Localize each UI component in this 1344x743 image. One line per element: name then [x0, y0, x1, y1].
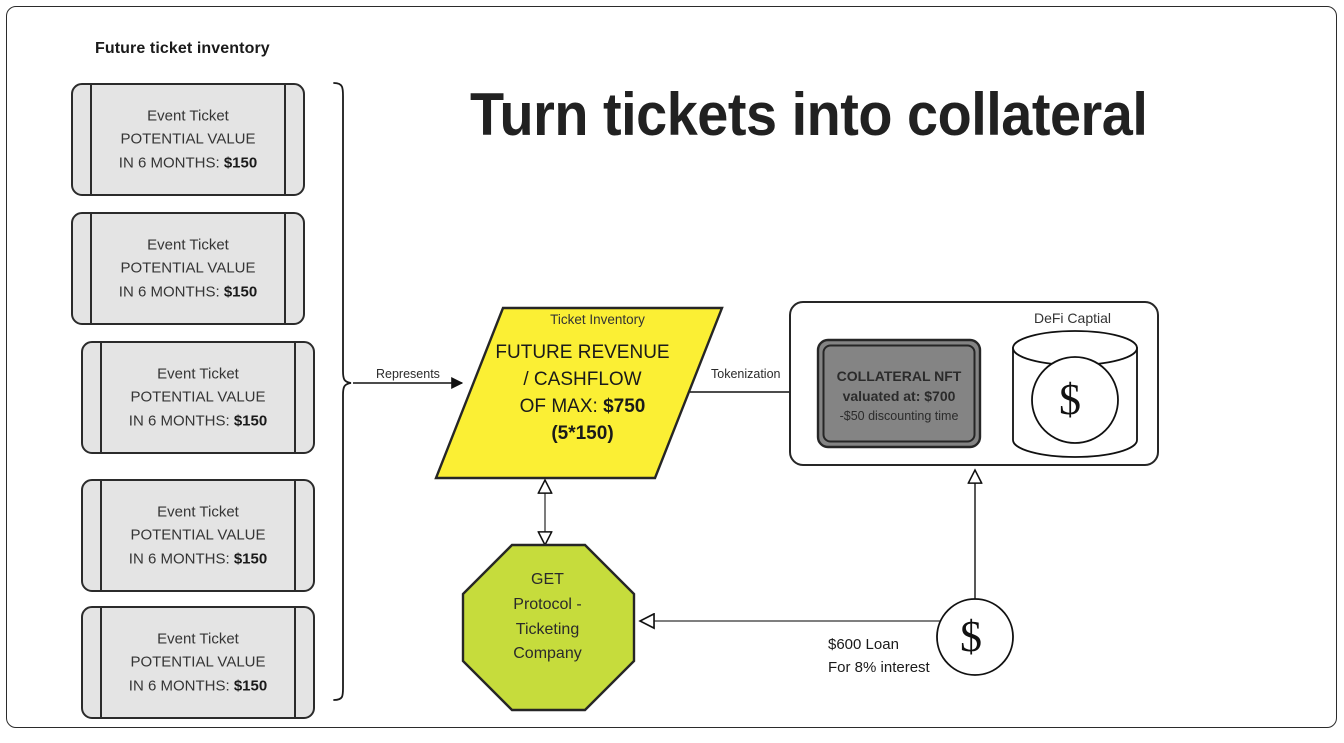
protocol-line-3: Ticketing: [515, 620, 580, 638]
ticket-stub-left-line: [90, 211, 92, 326]
ticket-text: Event Ticket POTENTIAL VALUE IN 6 MONTHS…: [93, 104, 283, 175]
ticket-line-3: IN 6 MONTHS: $150: [128, 550, 268, 568]
inventory-line-3: OF MAX: $750: [519, 395, 646, 417]
ticket-line-1: Event Ticket: [157, 502, 239, 520]
ticket-line-2: POTENTIAL VALUE: [120, 130, 256, 148]
ticket-stub-left-line: [90, 82, 92, 197]
defi-capital-caption: DeFi Captial: [1033, 310, 1112, 326]
ticket-stub-left-line: [100, 340, 102, 455]
ticket-line-3: IN 6 MONTHS: $150: [118, 154, 258, 172]
inventory-caption: Ticket Inventory: [550, 312, 645, 327]
lender-dollar-icon: $: [960, 612, 982, 661]
protocol-line-4: Company: [513, 645, 582, 663]
inventory-heading: Future ticket inventory: [95, 40, 270, 57]
vault-dollar-icon: $: [1059, 375, 1081, 424]
node-ticket-inventory-shape[interactable]: [434, 306, 724, 480]
ticket-line-2: POTENTIAL VALUE: [130, 653, 266, 671]
vault-cylinder-icon: [1012, 330, 1138, 458]
protocol-line-1: GET: [531, 571, 564, 588]
node-collateral-nft-inner[interactable]: [822, 344, 976, 443]
ticket-line-2: POTENTIAL VALUE: [130, 526, 266, 544]
nft-line-2: valuated at: $700: [842, 388, 956, 405]
ticket-text: Event Ticket POTENTIAL VALUE IN 6 MONTHS…: [103, 627, 293, 698]
nft-line-3: -$50 discounting time: [839, 408, 959, 423]
ticket-stub-right-line: [294, 605, 296, 720]
ticket-stub-right-line: [284, 82, 286, 197]
edge-label-tokenization: Tokenization: [711, 367, 781, 381]
ticket-text: Event Ticket POTENTIAL VALUE IN 6 MONTHS…: [103, 362, 293, 433]
inventory-line-2: / CASHFLOW: [523, 368, 642, 390]
ticket-stub-left-line: [100, 478, 102, 593]
ticket-card[interactable]: Event Ticket POTENTIAL VALUE IN 6 MONTHS…: [71, 82, 305, 197]
ticket-line-1: Event Ticket: [157, 364, 239, 382]
loan-line-2: For 8% interest: [828, 659, 930, 677]
ticket-stub-right-line: [294, 340, 296, 455]
ticket-card[interactable]: Event Ticket POTENTIAL VALUE IN 6 MONTHS…: [71, 211, 305, 326]
ticket-card[interactable]: Event Ticket POTENTIAL VALUE IN 6 MONTHS…: [81, 340, 315, 455]
brace: [333, 82, 352, 701]
page-title: Turn tickets into collateral: [470, 81, 1148, 148]
collateral-nft-label: COLLATERAL NFT valuated at: $700 -$50 di…: [820, 366, 978, 423]
inventory-line-4: (5*150): [551, 422, 614, 444]
ticket-stub-left-line: [100, 605, 102, 720]
ticket-line-3: IN 6 MONTHS: $150: [118, 283, 258, 301]
ticket-line-3: IN 6 MONTHS: $150: [128, 677, 268, 695]
ticket-stub-right-line: [284, 211, 286, 326]
edge-label-loan: $600 Loan For 8% interest: [828, 633, 930, 680]
vault-dollar-circle: [1031, 356, 1119, 444]
protocol-label: GET Protocol - Ticketing Company: [470, 568, 625, 667]
lender-dollar-circle[interactable]: [936, 598, 1014, 676]
ticket-line-2: POTENTIAL VALUE: [130, 388, 266, 406]
protocol-line-2: Protocol -: [513, 595, 582, 613]
ticket-card[interactable]: Event Ticket POTENTIAL VALUE IN 6 MONTHS…: [81, 478, 315, 593]
ticket-stub-right-line: [294, 478, 296, 593]
ticket-line-3: IN 6 MONTHS: $150: [128, 412, 268, 430]
ticket-text: Event Ticket POTENTIAL VALUE IN 6 MONTHS…: [93, 233, 283, 304]
ticket-card[interactable]: Event Ticket POTENTIAL VALUE IN 6 MONTHS…: [81, 605, 315, 720]
inventory-body: FUTURE REVENUE / CASHFLOW OF MAX: $750 (…: [470, 340, 695, 448]
inventory-line-1: FUTURE REVENUE: [495, 342, 670, 363]
ticket-line-1: Event Ticket: [147, 106, 229, 124]
loan-line-1: $600 Loan: [828, 636, 899, 653]
ticket-line-2: POTENTIAL VALUE: [120, 259, 256, 277]
node-get-protocol-shape[interactable]: [461, 543, 636, 712]
ticket-line-1: Event Ticket: [157, 629, 239, 647]
ticket-text: Event Ticket POTENTIAL VALUE IN 6 MONTHS…: [103, 500, 293, 571]
ticket-line-1: Event Ticket: [147, 235, 229, 253]
nft-line-1: COLLATERAL NFT: [836, 368, 962, 384]
edge-label-represents: Represents: [376, 367, 440, 381]
